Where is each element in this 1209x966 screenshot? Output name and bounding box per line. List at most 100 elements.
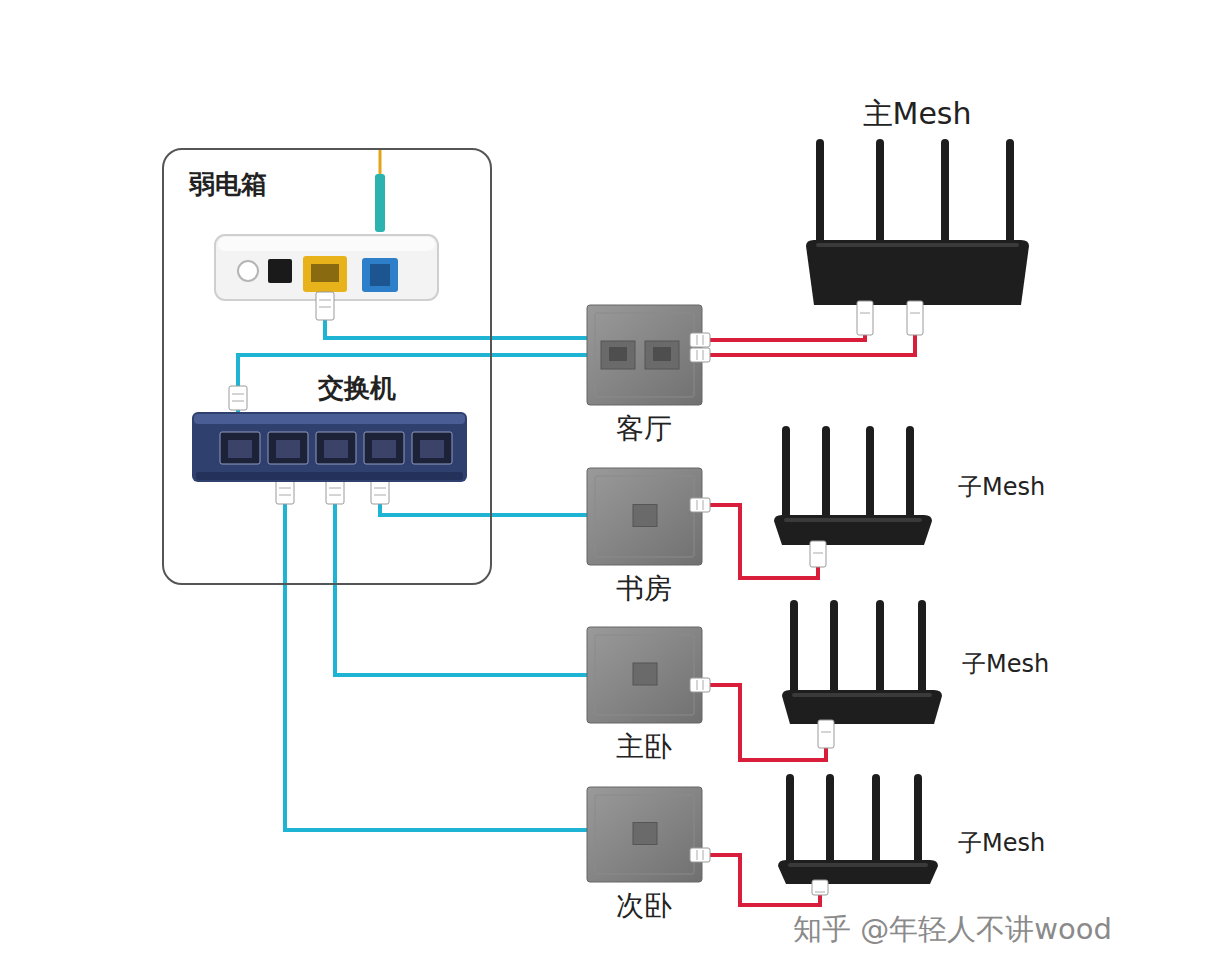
plug-rib [703,335,704,345]
plug-rib [319,300,331,301]
node-label: 交换机 [318,374,396,404]
router-body [774,515,932,545]
rj45-plug [810,541,826,567]
router-body [778,860,938,884]
plug-rib [910,313,920,314]
ethernet-cable [238,355,587,412]
dc-jack [268,259,292,283]
router-drawing [772,770,944,895]
pon-port [362,258,398,292]
switch-port [220,432,260,464]
plug-rib [697,335,698,345]
wall-socket: 客厅 [587,305,702,405]
lan-port-hole [311,264,339,282]
node-label: 主卧 [616,731,672,763]
fiber-tip [379,150,382,176]
router-shine [788,863,928,867]
plug-rib [703,350,704,360]
plate-inner [595,635,694,715]
port-hole [276,440,300,458]
rj45-plug [316,292,334,320]
port-hole [372,440,396,458]
plug-rib [860,313,870,314]
router-body [782,690,942,724]
router-drawing [800,135,1035,335]
rj45-plug [818,720,834,748]
plugs [690,678,710,692]
plug-rib [279,488,291,489]
antenna [941,139,949,254]
antenna [790,600,798,704]
rj45-plug [371,480,389,504]
lan-port [303,256,347,292]
mesh-router: 子Mesh [768,422,938,567]
socket-port [601,341,635,369]
plate-drawing [587,627,702,723]
antenna [786,774,794,874]
switch-port [316,432,356,464]
antenna [872,774,880,874]
plugs [690,498,710,512]
ethernet-cable [702,335,915,355]
plug-rib [319,307,331,308]
ethernet-cable [285,482,587,830]
rj45-plug [229,386,247,410]
antenna [822,426,830,529]
plate-drawing [587,305,702,405]
fiber-cable [375,174,385,232]
plug-rib [703,680,704,690]
wall-socket: 书房 [587,468,702,565]
rj45-plug [326,480,344,504]
switch-top [194,414,465,424]
switch-port [364,432,404,464]
router-drawing [776,596,948,748]
wall-socket: 次卧 [587,787,702,882]
router-shine [784,518,922,522]
node-label: 客厅 [616,413,672,445]
mesh-router: 子Mesh [776,596,948,748]
ethernet-cable [325,318,587,338]
plate-inner [595,476,694,557]
antenna [866,426,874,529]
plug-rib [329,488,341,489]
watermark: 知乎 @年轻人不讲wood [790,910,1115,950]
rj45-plug [276,480,294,504]
plug-rib [815,892,825,893]
plate-drawing [587,468,702,565]
antenna [830,600,838,704]
plug-rib [279,495,291,496]
plate-inner [595,795,694,874]
plug-rib [232,394,244,395]
plug-rib [697,680,698,690]
rj45-plug [857,301,873,335]
mesh-router: 子Mesh [772,770,944,895]
node-label: 子Mesh [958,830,1045,858]
antenna [816,139,824,254]
plug-rib [697,350,698,360]
network-switch: 交换机 [192,412,467,482]
ethernet-cable [335,482,587,675]
socket-port [633,823,657,845]
plug-rib [697,500,698,510]
plate-drawing [587,787,702,882]
ethernet-cable [702,335,865,340]
node-label: 主Mesh [863,97,972,132]
rj45-plug [907,301,923,335]
plate-face [587,787,702,882]
plugs [690,848,710,862]
socket-hole [609,347,627,361]
switch-port [268,432,308,464]
plug-rib [697,850,698,860]
node-label: 子Mesh [958,474,1045,502]
plate-face [587,468,702,565]
plate-face [587,305,702,405]
rj45-plug [690,678,710,692]
switch-port [412,432,452,464]
antenna [1006,139,1014,254]
modem-top [218,237,435,251]
plate-inner [595,313,694,397]
plugs [690,333,710,362]
switch-body [192,412,467,482]
modem-body [215,235,438,300]
antenna [914,774,922,874]
